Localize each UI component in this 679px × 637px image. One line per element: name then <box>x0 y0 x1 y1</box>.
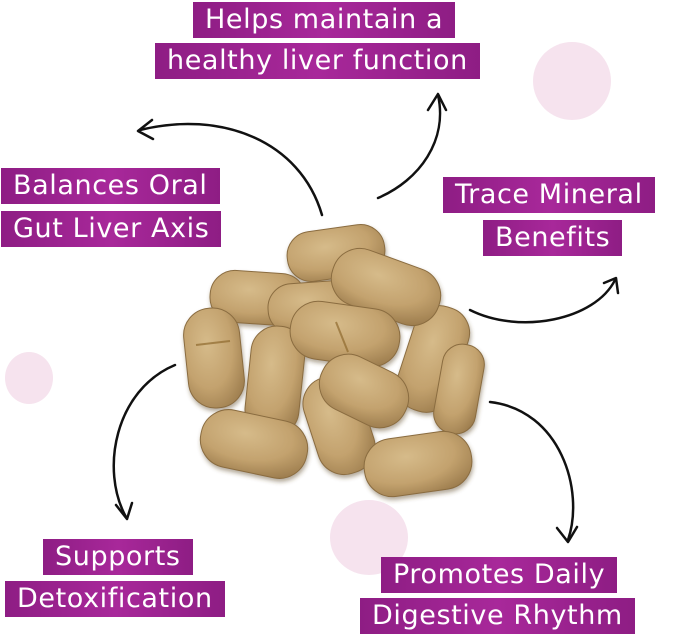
arrow-to-liver-label <box>376 93 442 200</box>
label-liver-line-2: healthy liver function <box>155 43 480 79</box>
arrow-to-rhythm-label <box>488 400 575 542</box>
arrow-to-mineral-label <box>468 278 617 324</box>
decorative-blob-top-right <box>533 42 611 120</box>
arrowhead-liver <box>426 92 448 112</box>
label-mineral-line-1: Trace Mineral <box>443 177 655 213</box>
label-rhythm-line-2: Digestive Rhythm <box>360 598 635 634</box>
decorative-blob-left <box>5 352 53 404</box>
arrowhead-detox <box>114 501 134 521</box>
label-axis-line-2: Gut Liver Axis <box>1 211 222 247</box>
label-liver-line-1: Helps maintain a <box>193 2 456 38</box>
arrowhead-rhythm <box>555 525 579 544</box>
label-rhythm-line-1: Promotes Daily <box>381 557 618 593</box>
label-detox-line-2: Detoxification <box>5 581 225 617</box>
label-axis-line-1: Balances Oral <box>1 168 220 204</box>
arrowhead-axis <box>136 118 155 141</box>
label-detox-line-1: Supports <box>43 539 193 575</box>
arrowhead-mineral <box>602 276 620 295</box>
arrow-to-axis-label <box>138 122 324 217</box>
arrow-to-detox-label <box>112 363 177 519</box>
label-mineral-line-2: Benefits <box>483 220 623 256</box>
